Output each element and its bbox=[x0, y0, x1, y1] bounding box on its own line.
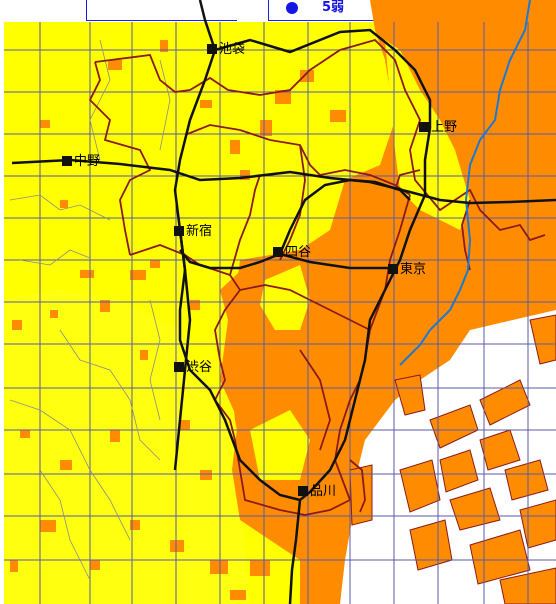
station-label-shinagawa: 品川 bbox=[310, 484, 337, 499]
station-marker-nakano bbox=[62, 156, 72, 166]
yellow-wedge-east bbox=[385, 40, 470, 230]
station-label-shibuya: 渋谷 bbox=[186, 360, 213, 375]
station-marker-shibuya bbox=[174, 362, 184, 372]
legend-dot-icon bbox=[286, 2, 298, 14]
station-label-nakano: 中野 bbox=[74, 154, 101, 169]
station-markers bbox=[62, 44, 429, 496]
station-marker-ikebukuro bbox=[207, 44, 217, 54]
minor-boundaries bbox=[9, 39, 171, 581]
station-label-shinjuku: 新宿 bbox=[186, 224, 213, 239]
station-marker-yotsuya bbox=[273, 247, 283, 257]
station-label-yotsuya: 四谷 bbox=[285, 245, 312, 260]
station-marker-tokyo bbox=[388, 264, 398, 274]
station-label-ikebukuro: 池袋 bbox=[219, 42, 246, 57]
station-marker-shinjuku bbox=[174, 226, 184, 236]
yellow-wedge-center bbox=[260, 265, 310, 330]
station-marker-ueno bbox=[419, 122, 429, 132]
orange-speckles bbox=[10, 40, 346, 600]
legend-box-left bbox=[86, 0, 237, 21]
reclaimed-land bbox=[349, 314, 556, 604]
station-label-ueno: 上野 bbox=[431, 120, 458, 135]
grid bbox=[4, 22, 556, 604]
sumida-river bbox=[399, 0, 531, 366]
rail-lines bbox=[11, 0, 556, 604]
station-label-tokyo: 東京 bbox=[400, 262, 427, 277]
yellow-wedge-south bbox=[250, 410, 310, 480]
legend-label: 5弱 bbox=[322, 0, 345, 15]
station-marker-shinagawa bbox=[298, 486, 308, 496]
